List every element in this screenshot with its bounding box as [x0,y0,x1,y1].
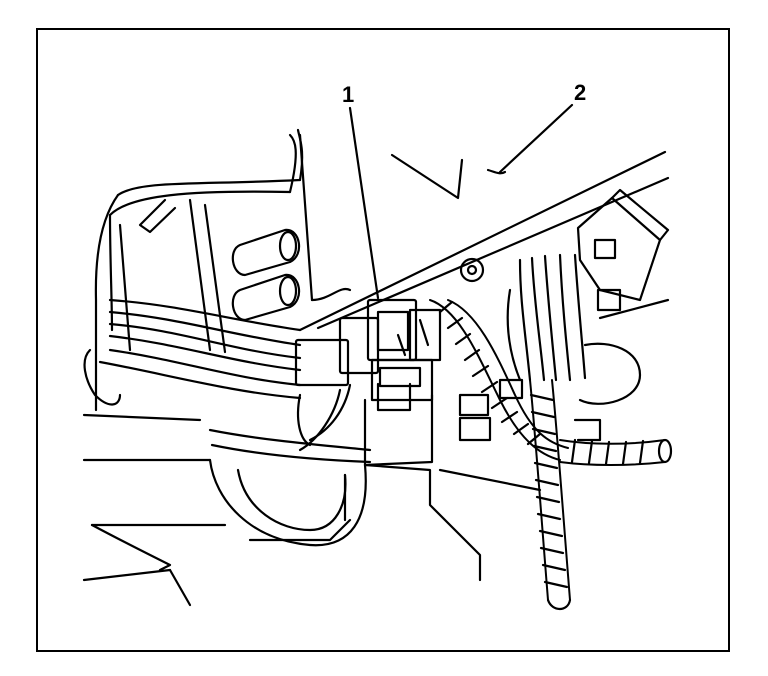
dash-structure [94,128,670,412]
connector-wires [208,383,372,464]
left-wire-bundle [83,298,302,406]
illustration-frame [36,28,730,652]
leader-line-2 [498,103,574,174]
lower-dash [82,413,542,607]
panel-hole [459,257,485,283]
wiring-harness [429,188,673,611]
leader-line-1 [348,106,380,300]
callout-2: 2 [574,80,586,105]
connector [294,298,442,467]
callout-leaders [348,103,574,300]
clip-body [231,228,301,322]
callout-1: 1 [342,82,354,107]
